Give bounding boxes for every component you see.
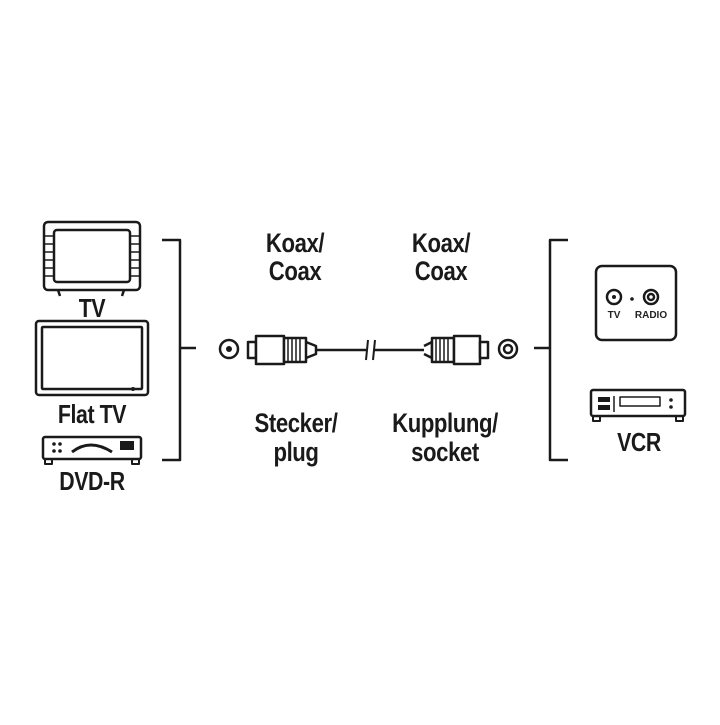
left-cable-type-line2: Coax xyxy=(268,256,322,286)
dvd-r-label: DVD-R xyxy=(59,466,125,496)
wall-socket-radio-label: RADIO xyxy=(635,310,667,321)
antenna-wall-socket-icon xyxy=(594,264,678,342)
left-connector-end-icon xyxy=(218,338,240,360)
dvd-recorder-icon xyxy=(41,435,143,465)
plug-label-line1: Stecker/ xyxy=(254,408,338,438)
right-connector-end-icon xyxy=(497,338,519,360)
coax-cable xyxy=(316,339,424,361)
vcr-icon xyxy=(589,388,687,422)
right-bracket xyxy=(534,238,568,462)
right-cable-type-line2: Coax xyxy=(414,256,468,286)
plug-label-line2: plug xyxy=(273,437,319,467)
flat-tv-label: Flat TV xyxy=(57,399,127,429)
coax-plug-icon xyxy=(246,334,318,366)
vcr-label: VCR xyxy=(617,427,661,457)
wall-socket-tv-label: TV xyxy=(608,310,621,321)
socket-label-line2: socket xyxy=(411,437,479,467)
left-cable-type-line1: Koax/ xyxy=(265,228,325,258)
right-cable-type-line1: Koax/ xyxy=(411,228,471,258)
socket-label-line1: Kupplung/ xyxy=(392,408,498,438)
tv-icon xyxy=(42,220,142,297)
coax-socket-icon xyxy=(423,334,490,366)
flat-tv-icon xyxy=(34,319,150,397)
left-bracket xyxy=(162,238,196,462)
tv-label: TV xyxy=(78,293,106,323)
